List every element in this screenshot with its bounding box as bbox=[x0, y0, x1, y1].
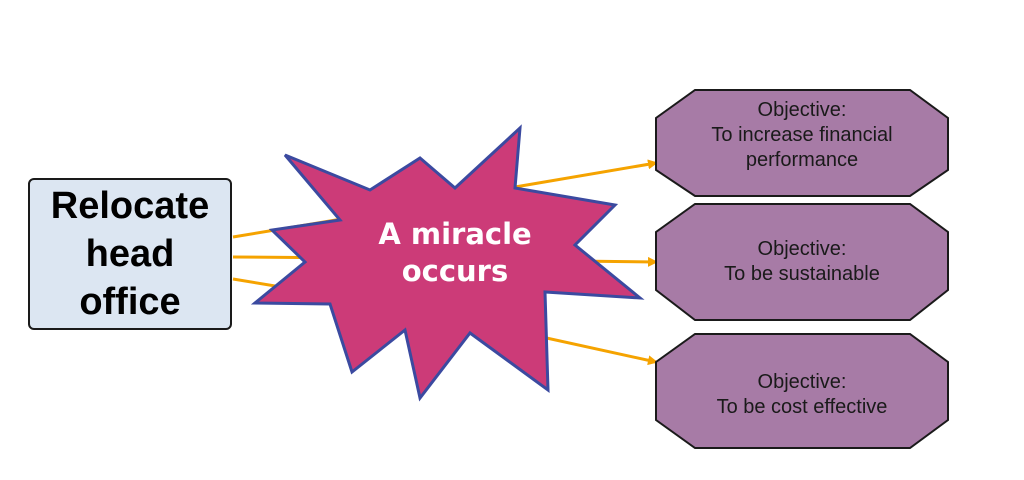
objective-1-line-1: To increase financial bbox=[711, 124, 893, 146]
objective-1-line-2: performance bbox=[745, 149, 859, 171]
objective-3-label: Objective: To be cost effective bbox=[662, 370, 942, 420]
burst-label-line-1: A miracle bbox=[378, 217, 532, 251]
objective-2-line-1: To be sustainable bbox=[724, 263, 880, 285]
objective-1-heading: Objective: bbox=[757, 99, 847, 121]
objective-2-heading: Objective: bbox=[757, 238, 847, 260]
objective-3-heading: Objective: bbox=[757, 371, 847, 393]
objective-octagon-3 bbox=[655, 333, 949, 449]
objective-3-line-1: To be cost effective bbox=[716, 396, 888, 418]
source-label-line-3: office bbox=[79, 281, 181, 323]
relocate-head-office-box: Relocate head office bbox=[28, 178, 232, 330]
miracle-burst-shape bbox=[250, 124, 645, 402]
source-label-line-2: head bbox=[85, 233, 175, 275]
objective-1-label: Objective: To increase financial perform… bbox=[662, 98, 942, 173]
source-label-line-1: Relocate bbox=[50, 185, 210, 227]
miracle-burst-label: A miracle occurs bbox=[345, 216, 565, 290]
burst-label-line-2: occurs bbox=[401, 254, 509, 288]
arrow-to-objective-1 bbox=[514, 159, 658, 189]
objective-2-label: Objective: To be sustainable bbox=[662, 237, 942, 287]
objective-octagon-1 bbox=[655, 89, 949, 197]
objective-octagon-2 bbox=[655, 203, 949, 321]
